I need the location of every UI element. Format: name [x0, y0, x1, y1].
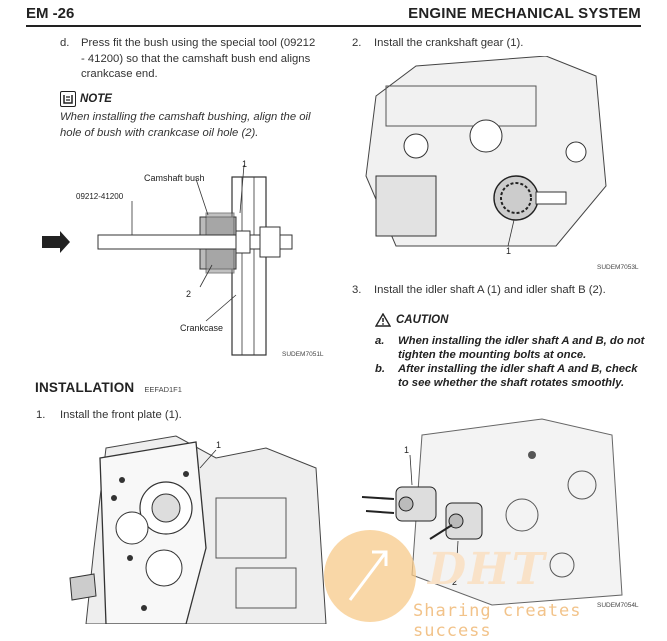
- leader-line: [239, 164, 245, 214]
- step-d-line: Press fit the bush using the special too…: [81, 37, 316, 49]
- crankshaft-end: [535, 191, 567, 205]
- section-code: EEFAD1F1: [144, 385, 182, 394]
- plate-hole-inner: [151, 493, 181, 523]
- front-plate: [99, 441, 207, 624]
- note-icon: [60, 91, 76, 107]
- block-detail: [375, 175, 437, 237]
- leader-line: [455, 540, 459, 576]
- installation-heading: INSTALLATION EEFAD1F1: [35, 380, 182, 395]
- block-detail: [385, 85, 537, 127]
- tool-collar: [235, 230, 251, 254]
- figure-code: SUDEM7054L: [597, 602, 639, 609]
- label-camshaft-bush: Camshaft bush: [144, 173, 205, 183]
- caution-line: After installing the idler shaft A and B…: [398, 363, 638, 375]
- block-bore: [565, 141, 587, 163]
- callout-1: 1: [506, 246, 511, 256]
- idler-shaft-figure: 1 2: [361, 418, 623, 606]
- caution-label: CAUTION: [396, 314, 449, 326]
- note-label: NOTE: [80, 93, 112, 105]
- note-line: When installing the camshaft bushing, al…: [60, 111, 311, 123]
- idler-shaft-a-hub: [398, 496, 414, 512]
- block-detail: [235, 567, 297, 609]
- leader-line: [199, 264, 213, 288]
- step-d-line: - 41200) so that the camshaft bush end a…: [81, 52, 311, 65]
- idler-shaft-b: [445, 502, 483, 540]
- step-3-marker: 3.: [352, 284, 362, 296]
- plate-hole: [115, 511, 149, 545]
- callout-2: 2: [452, 577, 457, 587]
- step-1-text: Install the front plate (1).: [60, 409, 182, 421]
- crankshaft-gear-figure: 1: [365, 56, 607, 256]
- note-text: When installing the camshaft bushing, al…: [60, 110, 340, 141]
- leader-line: [199, 449, 217, 469]
- bolt-hole: [141, 605, 147, 611]
- block-detail: [215, 497, 287, 559]
- bolt: [429, 524, 453, 540]
- label-crankcase: Crankcase: [180, 323, 223, 333]
- camshaft-bush-figure: 1 Camshaft bush 09212-41200 2 Crankcase: [42, 159, 293, 356]
- step-d-text: Press fit the bush using the special too…: [81, 36, 341, 83]
- figure-code: SUDEM7053L: [597, 264, 639, 271]
- step-3-text: Install the idler shaft A (1) and idler …: [374, 284, 606, 296]
- section-title: INSTALLATION: [35, 380, 135, 395]
- caution-line: When installing the idler shaft A and B,…: [398, 335, 645, 347]
- caution-a-marker: a.: [375, 335, 385, 347]
- leader-line: [409, 454, 413, 486]
- header-rule: [26, 25, 641, 27]
- block-bore: [505, 498, 539, 532]
- block-bore: [567, 470, 597, 500]
- label-special-tool: 09212-41200: [76, 192, 124, 201]
- caution-line: to see whether the shaft rotates smoothl…: [398, 377, 625, 389]
- leader-line: [195, 178, 209, 216]
- step-2-marker: 2.: [352, 37, 362, 49]
- bolt-hole: [119, 477, 125, 483]
- caution-line: tighten the mounting bolts at once.: [398, 349, 587, 361]
- leader-line: [205, 294, 237, 322]
- bolt-hole: [111, 495, 117, 501]
- page-number: EM -26: [26, 5, 75, 22]
- caution-a-text: When installing the idler shaft A and B,…: [398, 334, 660, 362]
- figure-code: SUDEM7051L: [282, 351, 324, 358]
- plate-hole: [145, 549, 183, 587]
- idler-shaft-b-hub: [448, 513, 464, 529]
- caution-b-marker: b.: [375, 363, 386, 375]
- step-d-marker: d.: [60, 37, 70, 49]
- bolt-hole: [183, 471, 189, 477]
- block-bore: [549, 552, 575, 578]
- step-1-marker: 1.: [36, 409, 46, 421]
- callout-2: 2: [186, 289, 191, 299]
- crankcase-wall: [231, 176, 267, 356]
- watermark-circle: [324, 530, 416, 622]
- note-line: hole of bush with crankcase oil hole (2)…: [60, 126, 259, 139]
- block-bore: [469, 119, 503, 153]
- front-plate-figure: 1: [69, 435, 327, 624]
- step-d-line: crankcase end.: [81, 68, 158, 80]
- gear-teeth: [500, 182, 532, 214]
- warning-icon: [375, 313, 391, 327]
- bolt-hole: [127, 555, 133, 561]
- step-2-text: Install the crankshaft gear (1).: [374, 37, 524, 49]
- callout-1: 1: [404, 445, 409, 455]
- watermark-slogan: Sharing creates success: [413, 601, 582, 641]
- watermark-logo: DHT: [428, 544, 547, 595]
- page-title: ENGINE MECHANICAL SYSTEM: [408, 5, 641, 22]
- bolt: [365, 510, 395, 514]
- caution-heading: CAUTION: [375, 313, 448, 327]
- leader-line: [507, 219, 515, 247]
- tool-end: [279, 234, 293, 250]
- callout-1: 1: [242, 159, 247, 169]
- bolt: [361, 496, 395, 500]
- spring-part: [69, 573, 97, 601]
- note-heading: NOTE: [60, 91, 112, 107]
- bolt-hole: [528, 451, 536, 459]
- tool-shaft: [97, 234, 281, 250]
- block-bore: [403, 133, 429, 159]
- idler-shaft-a: [395, 486, 437, 522]
- callout-1: 1: [216, 440, 221, 450]
- caution-b-text: After installing the idler shaft A and B…: [398, 362, 660, 390]
- tool-nut: [259, 226, 281, 258]
- push-arrow: [42, 231, 70, 253]
